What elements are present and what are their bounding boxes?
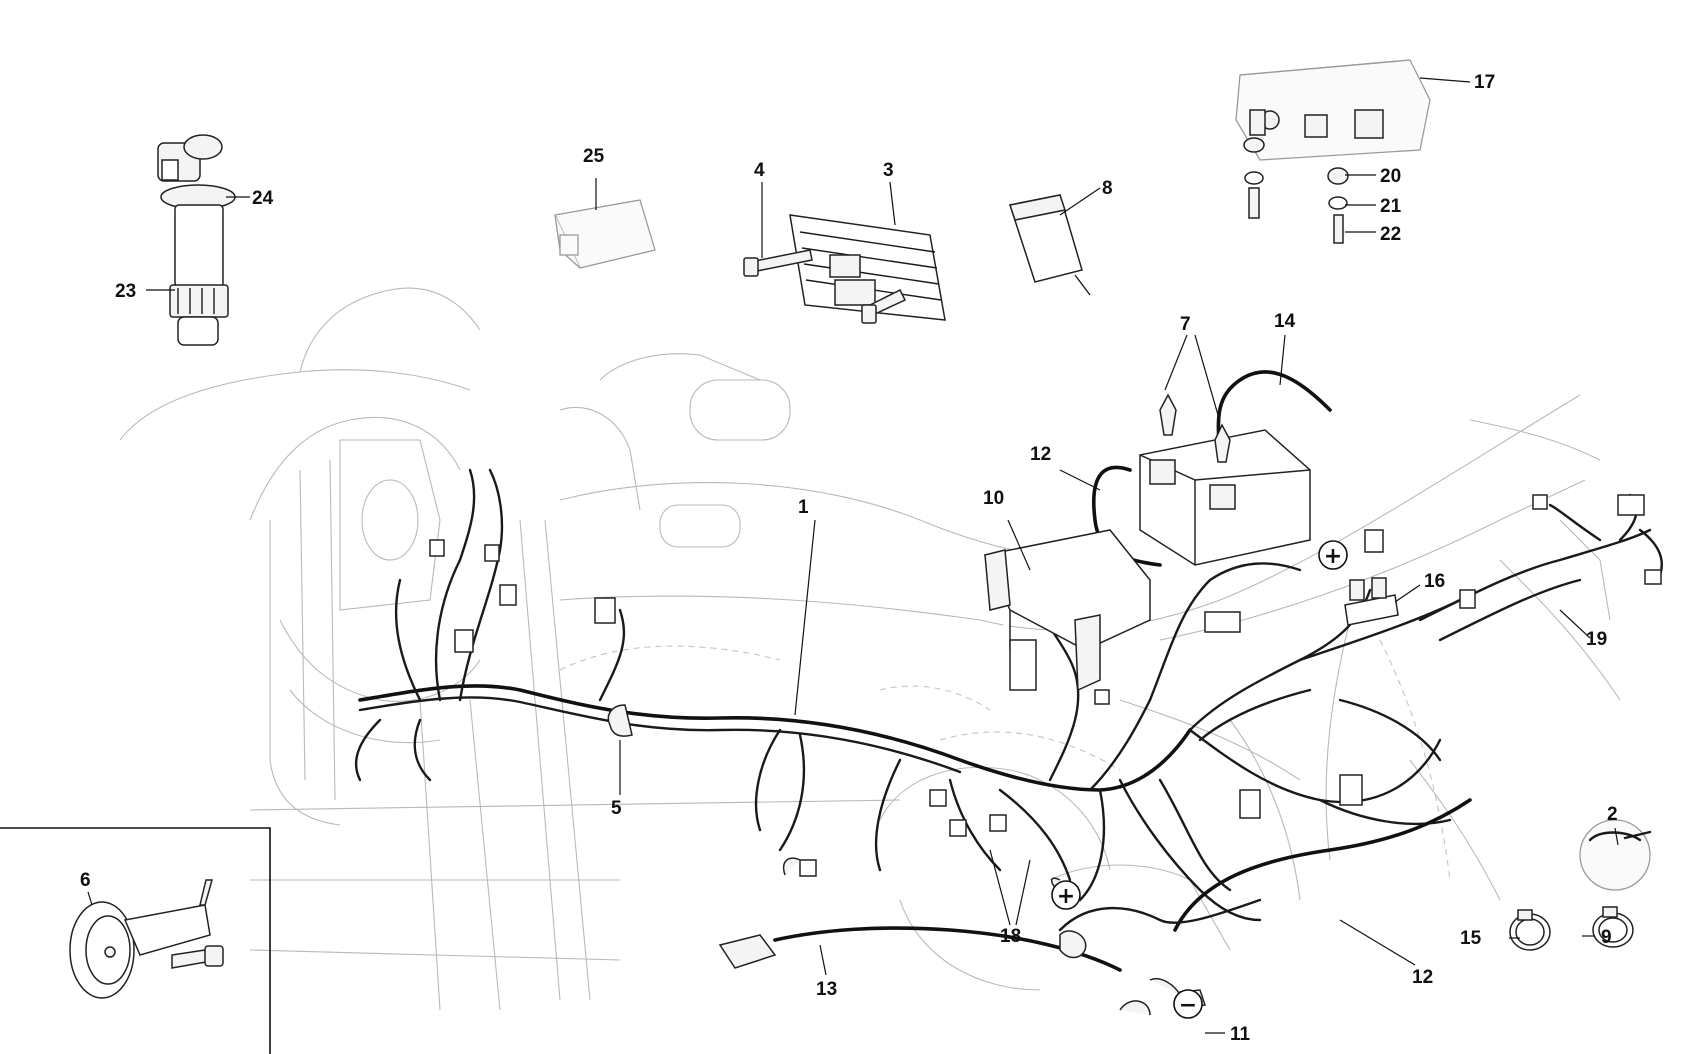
callout-2: 2 bbox=[1607, 804, 1618, 825]
plus-sign-starter: + bbox=[1057, 884, 1075, 909]
ecu-rubber-20 bbox=[1243, 137, 1349, 185]
callout-22: 22 bbox=[1380, 224, 1401, 245]
callout-18: 18 bbox=[1000, 926, 1021, 947]
callout-6: 6 bbox=[80, 870, 91, 891]
callout-20: 20 bbox=[1380, 166, 1401, 187]
callout-1: 1 bbox=[798, 497, 809, 518]
callout-14: 14 bbox=[1274, 311, 1296, 332]
callout-9: 9 bbox=[1601, 927, 1612, 948]
callout-19: 19 bbox=[1586, 629, 1607, 650]
callout-12-bottom: 12 bbox=[1412, 967, 1433, 988]
harness-connectors bbox=[429, 494, 1662, 898]
hose-clamp-2 bbox=[1579, 819, 1652, 891]
callout-4: 4 bbox=[754, 160, 765, 181]
polarity-symbols: + + − bbox=[1051, 540, 1348, 1019]
callout-16: 16 bbox=[1424, 571, 1445, 592]
callout-7: 7 bbox=[1180, 314, 1191, 335]
callout-13: 13 bbox=[816, 979, 837, 1000]
ecu-17 bbox=[1235, 59, 1431, 161]
fuse-box-16 bbox=[1344, 529, 1399, 626]
callout-23: 23 bbox=[115, 281, 136, 302]
callout-3: 3 bbox=[883, 160, 894, 181]
relay-8 bbox=[1009, 194, 1091, 296]
horn-inset bbox=[0, 827, 271, 1054]
plus-sign-battery: + bbox=[1324, 544, 1342, 569]
callout-12-top: 12 bbox=[1030, 444, 1051, 465]
callout-25: 25 bbox=[583, 146, 605, 167]
minus-symbol-ground: − bbox=[1173, 989, 1203, 1019]
callout-24: 24 bbox=[252, 188, 274, 209]
horn-6 bbox=[69, 879, 224, 999]
rear-wiring-harness bbox=[1418, 493, 1663, 642]
plus-symbol-starter: + bbox=[1051, 880, 1081, 910]
callout-15: 15 bbox=[1460, 928, 1482, 949]
callout-17: 17 bbox=[1474, 72, 1495, 93]
callout-5: 5 bbox=[611, 798, 622, 819]
callout-21: 21 bbox=[1380, 196, 1402, 217]
wire-terminals-18 bbox=[989, 849, 1031, 926]
relay-25 bbox=[554, 199, 656, 269]
callout-labels: 1 2 3 4 5 6 7 8 9 10 11 12 12 13 14 15 1… bbox=[80, 72, 1618, 1045]
plus-symbol-battery: + bbox=[1318, 540, 1348, 570]
ecu-spacer-21 bbox=[1244, 171, 1348, 210]
callout-11: 11 bbox=[1230, 1024, 1251, 1045]
harness-clip-5 bbox=[607, 704, 633, 737]
motorcycle-frame-ghost bbox=[119, 287, 1621, 1011]
regulator-screw-4 bbox=[743, 249, 907, 324]
battery-7 bbox=[1139, 334, 1311, 566]
minus-sign-ground: − bbox=[1179, 993, 1197, 1018]
leader-lines bbox=[87, 77, 1619, 1034]
callout-10: 10 bbox=[983, 488, 1004, 509]
ignition-coil bbox=[157, 134, 236, 346]
voltage-regulator-3 bbox=[789, 214, 946, 321]
ecu-screw-22 bbox=[1248, 187, 1344, 244]
callout-8: 8 bbox=[1102, 178, 1113, 199]
hose-clamp-9 bbox=[1592, 906, 1634, 948]
hose-clamp-15 bbox=[1509, 909, 1551, 951]
starter-cable-end bbox=[718, 930, 1151, 1016]
